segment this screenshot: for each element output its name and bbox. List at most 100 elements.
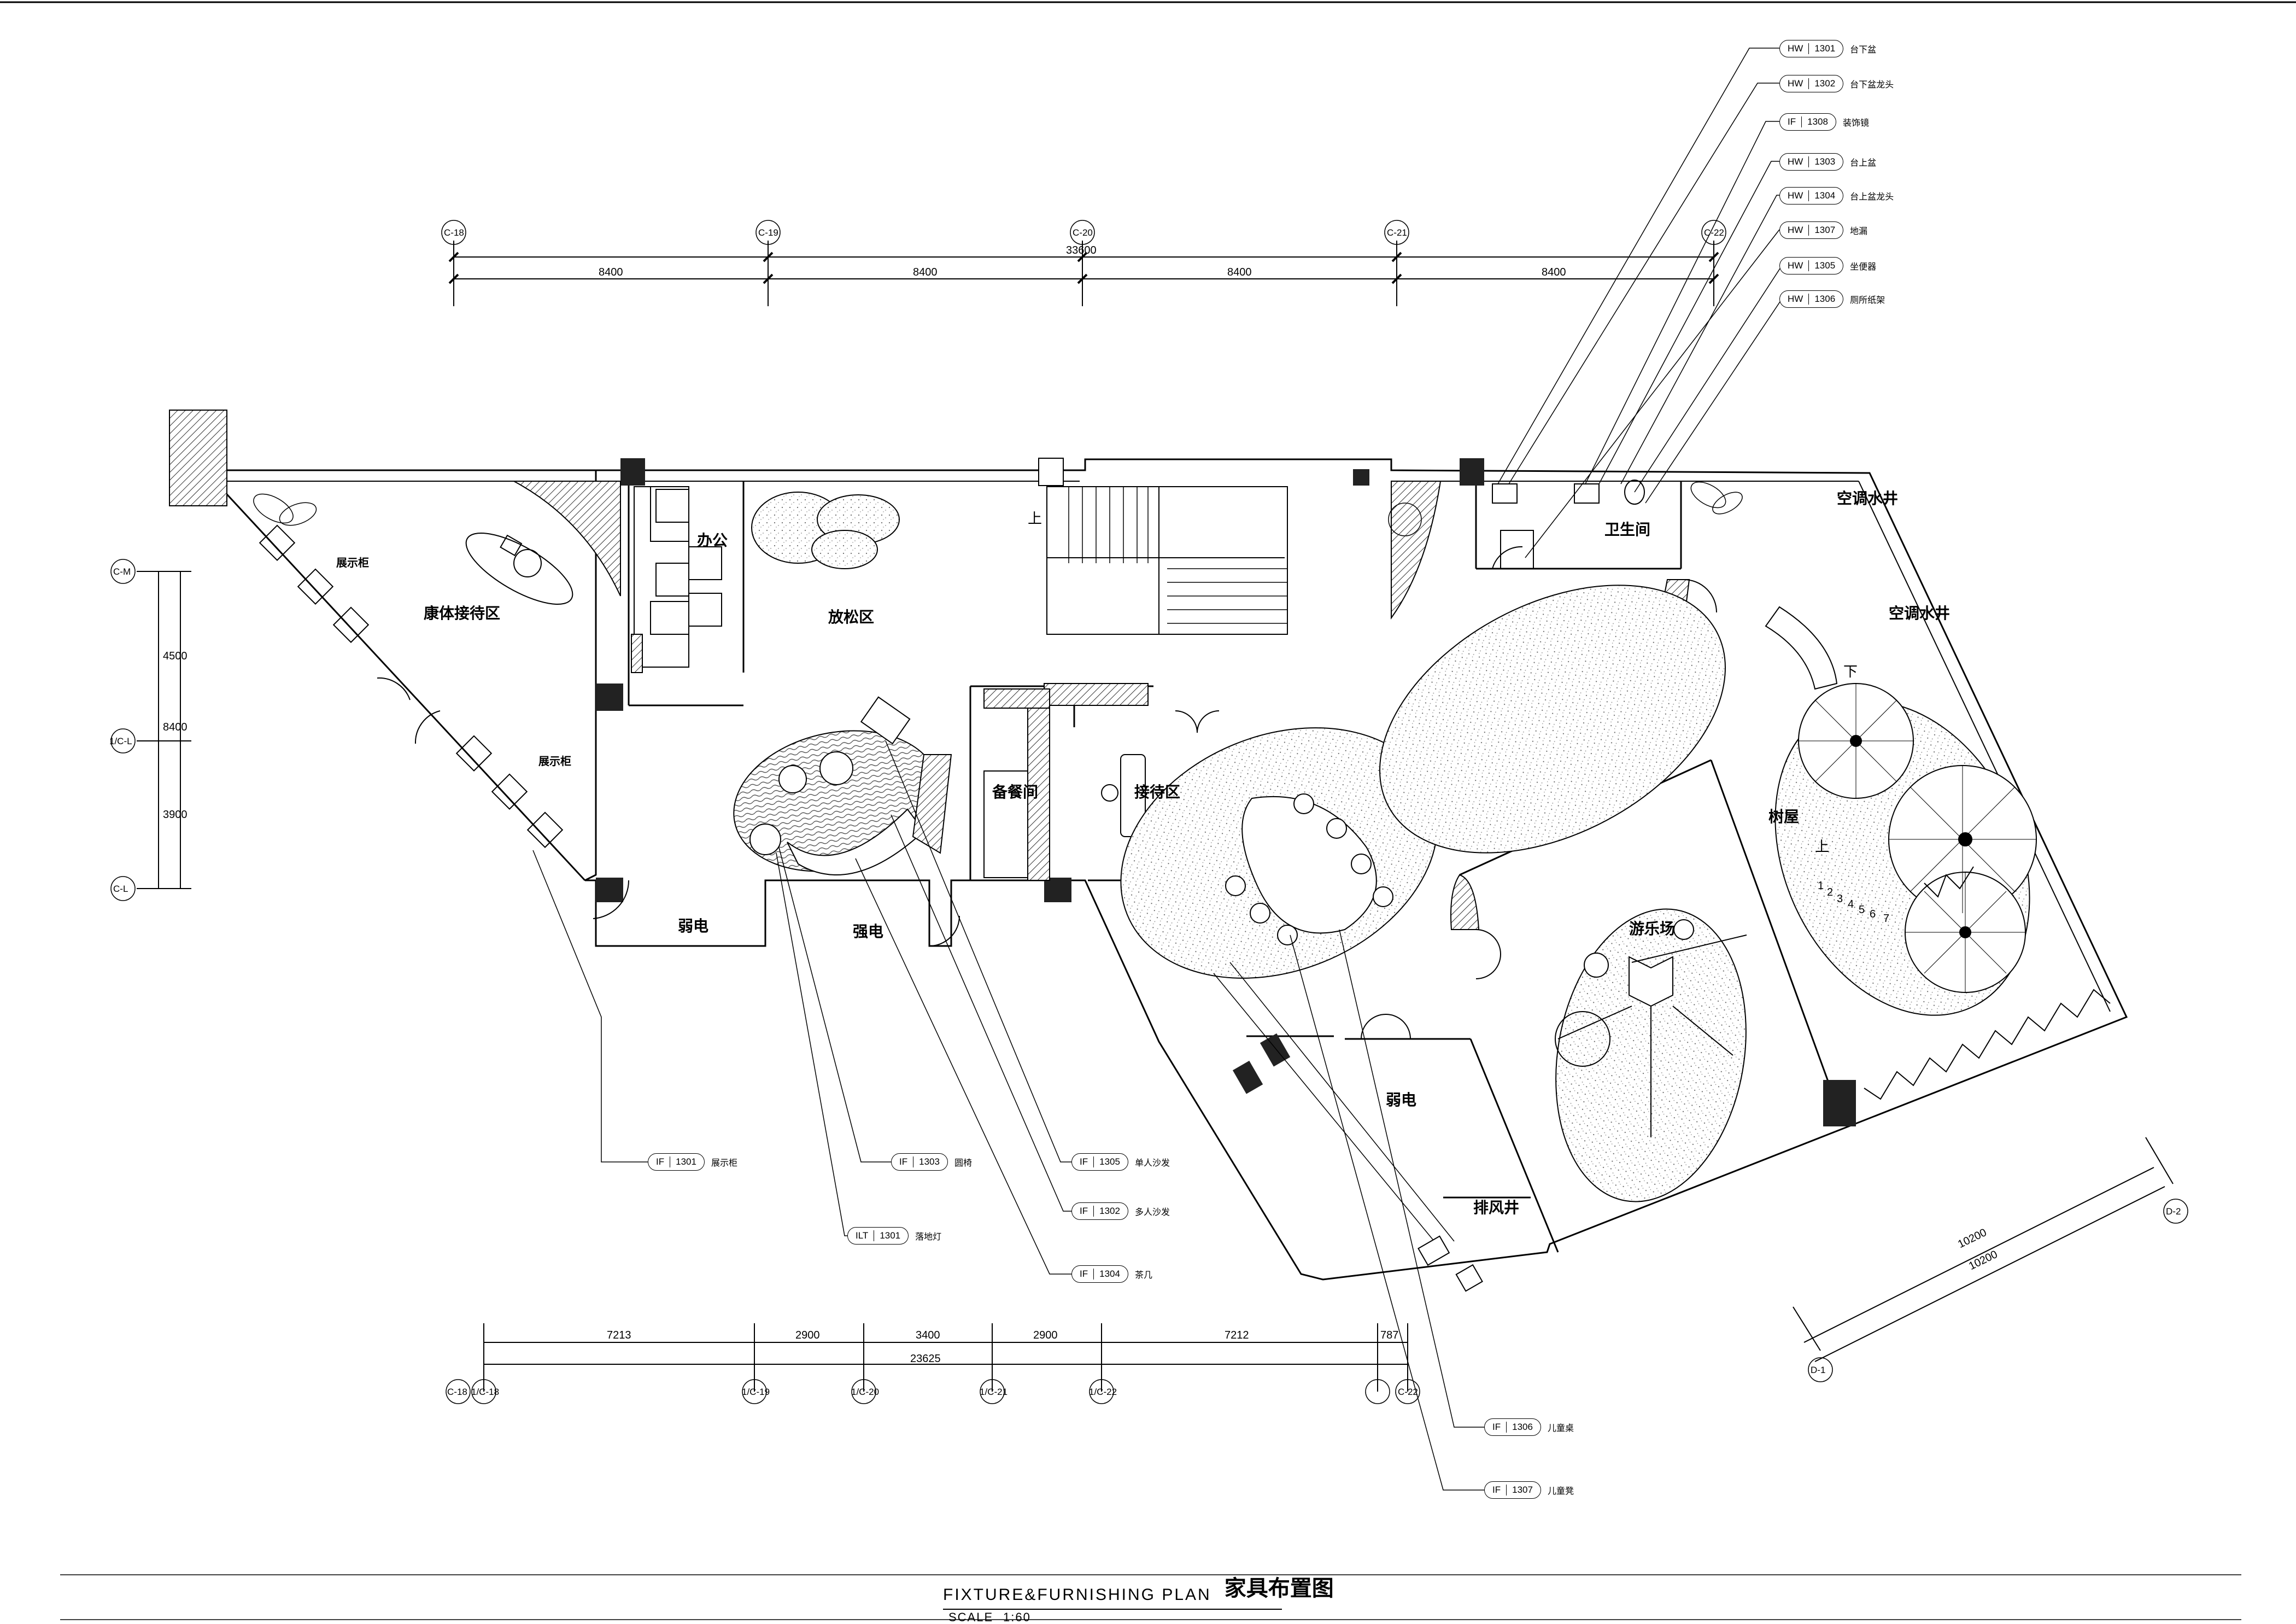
title-english: FIXTURE&FURNISHING PLAN (943, 1586, 1211, 1604)
exhaust-vent (1418, 1235, 1483, 1292)
stair-down-label: 下 (1843, 663, 1858, 680)
bottom-dim-segment: 7212 (1225, 1329, 1249, 1341)
scale-label: SCALE (948, 1610, 994, 1624)
axis-bubble-label: 1/C-18 (471, 1387, 500, 1397)
room-label-playground: 游乐场 (1629, 920, 1676, 937)
stair-number: 7 (1883, 913, 1890, 925)
tag-note: 坐便器 (1850, 262, 1877, 272)
tag-note: 地漏 (1850, 227, 1868, 236)
left-dim-segment: 3900 (163, 809, 188, 821)
relax-area-pads (751, 492, 900, 569)
tag-prefix: ILT (856, 1230, 875, 1241)
stair-number: 2 (1827, 886, 1834, 898)
stairs-main (1046, 486, 1288, 635)
axis-bubble-label: C-22 (1398, 1387, 1418, 1397)
room-label-weak-current-1: 弱电 (678, 918, 709, 934)
room-label-display-cabinet-1: 展示柜 (336, 557, 369, 569)
top-dim-total: 33600 (1066, 244, 1097, 256)
pantry-fixtures (983, 688, 1146, 878)
tag-code: 1305 (1814, 260, 1836, 271)
right-dimension-chain (1793, 1137, 2188, 1382)
top-dim-segment: 8400 (1542, 266, 1566, 278)
room-label-exhaust-shaft: 排风井 (1473, 1199, 1520, 1216)
top-dim-segment: 8400 (599, 266, 623, 278)
item-tag: HW 1305 坐便器 (1779, 256, 1876, 275)
office-furniture (631, 486, 722, 673)
room-label-weak-current-2: 弱电 (1386, 1091, 1417, 1108)
stair-number: 6 (1870, 908, 1876, 920)
tag-code: 1303 (919, 1156, 940, 1167)
tree-house-ramp (1765, 606, 1838, 690)
tag-note: 展示柜 (711, 1159, 737, 1168)
room-label-restroom: 卫生间 (1604, 521, 1651, 538)
tag-prefix: HW (1788, 78, 1809, 89)
restroom-fixtures (1492, 480, 1645, 569)
lounge-area (733, 696, 952, 875)
reception-area-floor (1120, 727, 1438, 979)
axis-bubble-label: 1/C-L (109, 736, 132, 746)
tag-note: 台上盆龙头 (1850, 192, 1894, 202)
tag-note: 圆椅 (954, 1159, 972, 1168)
stair-number: 5 (1859, 904, 1865, 916)
axis-bubble-label: C-18 (444, 227, 464, 238)
stair-number: 3 (1837, 893, 1843, 905)
truss-bracing (1864, 866, 2111, 1100)
stair-up-label-2: 上 (1815, 838, 1830, 855)
top-dim-segment: 8400 (1227, 266, 1252, 278)
tag-prefix: HW (1788, 190, 1809, 201)
stair-up-label-1: 上 (1028, 510, 1042, 527)
playground-structure (1555, 919, 1747, 1137)
tag-code: 1306 (1512, 1422, 1533, 1432)
bottom-dim-segment: 787 (1380, 1329, 1399, 1341)
tag-prefix: IF (656, 1156, 671, 1167)
axis-bubble-label: C-20 (1073, 227, 1093, 238)
tag-prefix: IF (1080, 1206, 1094, 1217)
axis-bubble-label: C-M (113, 566, 131, 577)
axis-bubble-label: D-2 (2166, 1206, 2181, 1217)
stair-number: 1 (1818, 880, 1824, 892)
room-label-reception-area: 康体接待区 (424, 605, 501, 622)
door-swings (377, 546, 1717, 1039)
tag-code: 1306 (1814, 294, 1836, 304)
tag-note: 单人沙发 (1134, 1159, 1170, 1168)
room-label-strong-current: 强电 (853, 923, 884, 940)
room-label-reception: 接待区 (1134, 784, 1181, 801)
tag-prefix: HW (1788, 43, 1809, 54)
bottom-dim-segment: 2900 (795, 1329, 820, 1341)
tag-bubble: HW 1305 (1779, 257, 1844, 274)
decorative-plants (253, 481, 1743, 536)
tag-note: 落地灯 (915, 1232, 942, 1242)
axis-bubble-label: 1/C-21 (980, 1387, 1008, 1397)
tag-code: 1308 (1807, 116, 1828, 127)
bottom-dim-segment: 2900 (1033, 1329, 1058, 1341)
title-chinese: 家具布置图 (1224, 1576, 1334, 1600)
left-dim-segment: 4500 (163, 650, 188, 662)
tag-prefix: HW (1788, 260, 1809, 271)
tag-prefix: IF (1080, 1156, 1094, 1167)
room-label-display-cabinet-2: 展示柜 (538, 756, 571, 768)
tag-note: 多人沙发 (1134, 1208, 1170, 1217)
tag-note: 厕所纸架 (1850, 296, 1885, 305)
room-label-tree-house: 树屋 (1768, 808, 1800, 825)
display-cabinets (259, 524, 564, 848)
